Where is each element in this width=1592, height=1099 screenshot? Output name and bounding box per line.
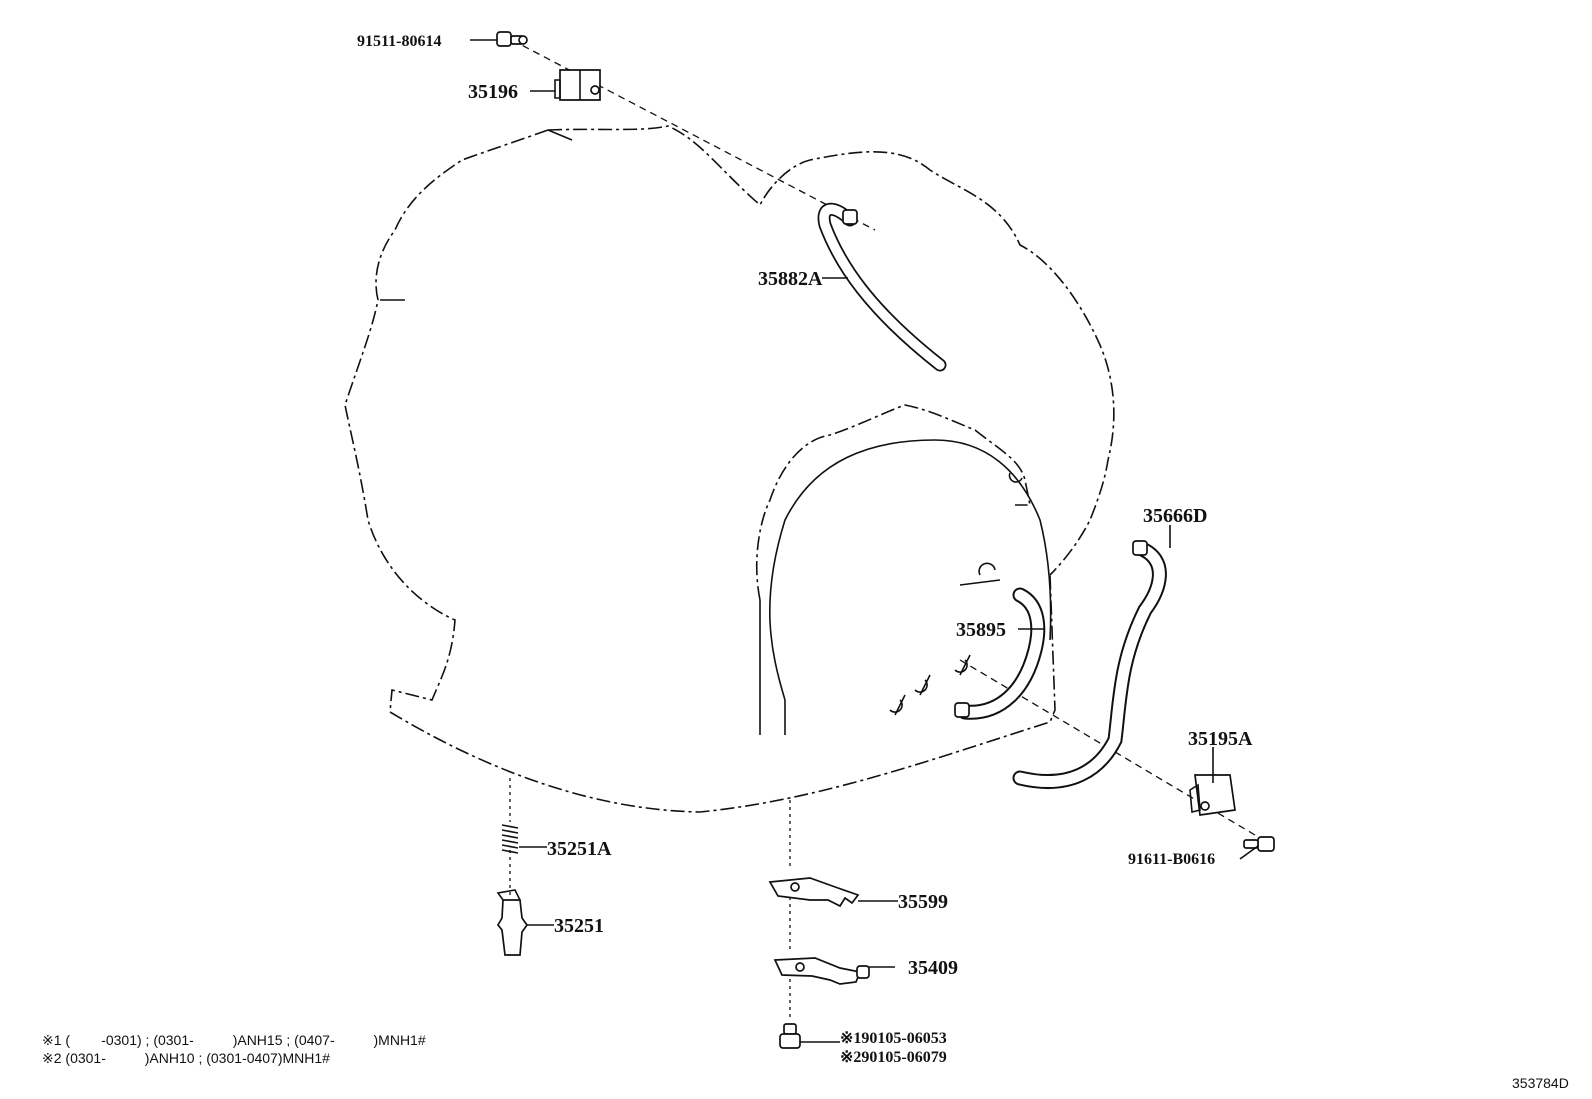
label-sensor[interactable]: 35251: [554, 915, 604, 937]
bracket-lower-part: [773, 957, 870, 985]
footnote-1: ※1 ( -0301) ; (0301- )ANH15 ; (0407- )MN…: [42, 1032, 426, 1048]
label-bracket-upper[interactable]: 35599: [898, 891, 948, 913]
label-bolt-1[interactable]: ※190105-06053: [840, 1030, 947, 1047]
transmission-case-outline: [344, 125, 1115, 813]
leader-lines: [470, 39, 1259, 1043]
hose-upper-part: [817, 202, 947, 372]
footnote-2: ※2 (0301- )ANH10 ; (0301-0407)MNH1#: [42, 1050, 330, 1066]
assembly-axis-lines: [509, 39, 1256, 1020]
bolt-bottom-part: [779, 1023, 801, 1049]
case-bolt-symbols: [889, 654, 971, 716]
label-bracket-lower[interactable]: 35409: [908, 957, 958, 979]
sensor-part: [496, 889, 529, 956]
spring-part: [501, 824, 519, 854]
label-bolt-right[interactable]: 91611-B0616: [1128, 851, 1215, 868]
label-hose-right[interactable]: 35666D: [1143, 505, 1207, 527]
label-clamp-top[interactable]: 35196: [468, 81, 518, 103]
label-spring[interactable]: 35251A: [547, 838, 612, 860]
label-clamp-right[interactable]: 35195A: [1188, 728, 1253, 750]
bolt-top-part: [496, 31, 528, 47]
clamp-top-part: [554, 69, 601, 101]
label-bolt-top[interactable]: 91511-80614: [357, 33, 441, 50]
label-hose-mid[interactable]: 35895: [956, 619, 1006, 641]
label-bolt-2[interactable]: ※290105-06079: [840, 1049, 947, 1066]
hose-mid-part: [954, 587, 1046, 720]
clamp-right-part: [1189, 774, 1236, 816]
bolt-right-part: [1243, 836, 1275, 852]
hose-right-part: [1012, 540, 1167, 789]
bracket-upper-part: [768, 877, 860, 908]
label-hose-upper[interactable]: 35882A: [758, 268, 823, 290]
diagram-id: 353784D: [1512, 1075, 1569, 1091]
